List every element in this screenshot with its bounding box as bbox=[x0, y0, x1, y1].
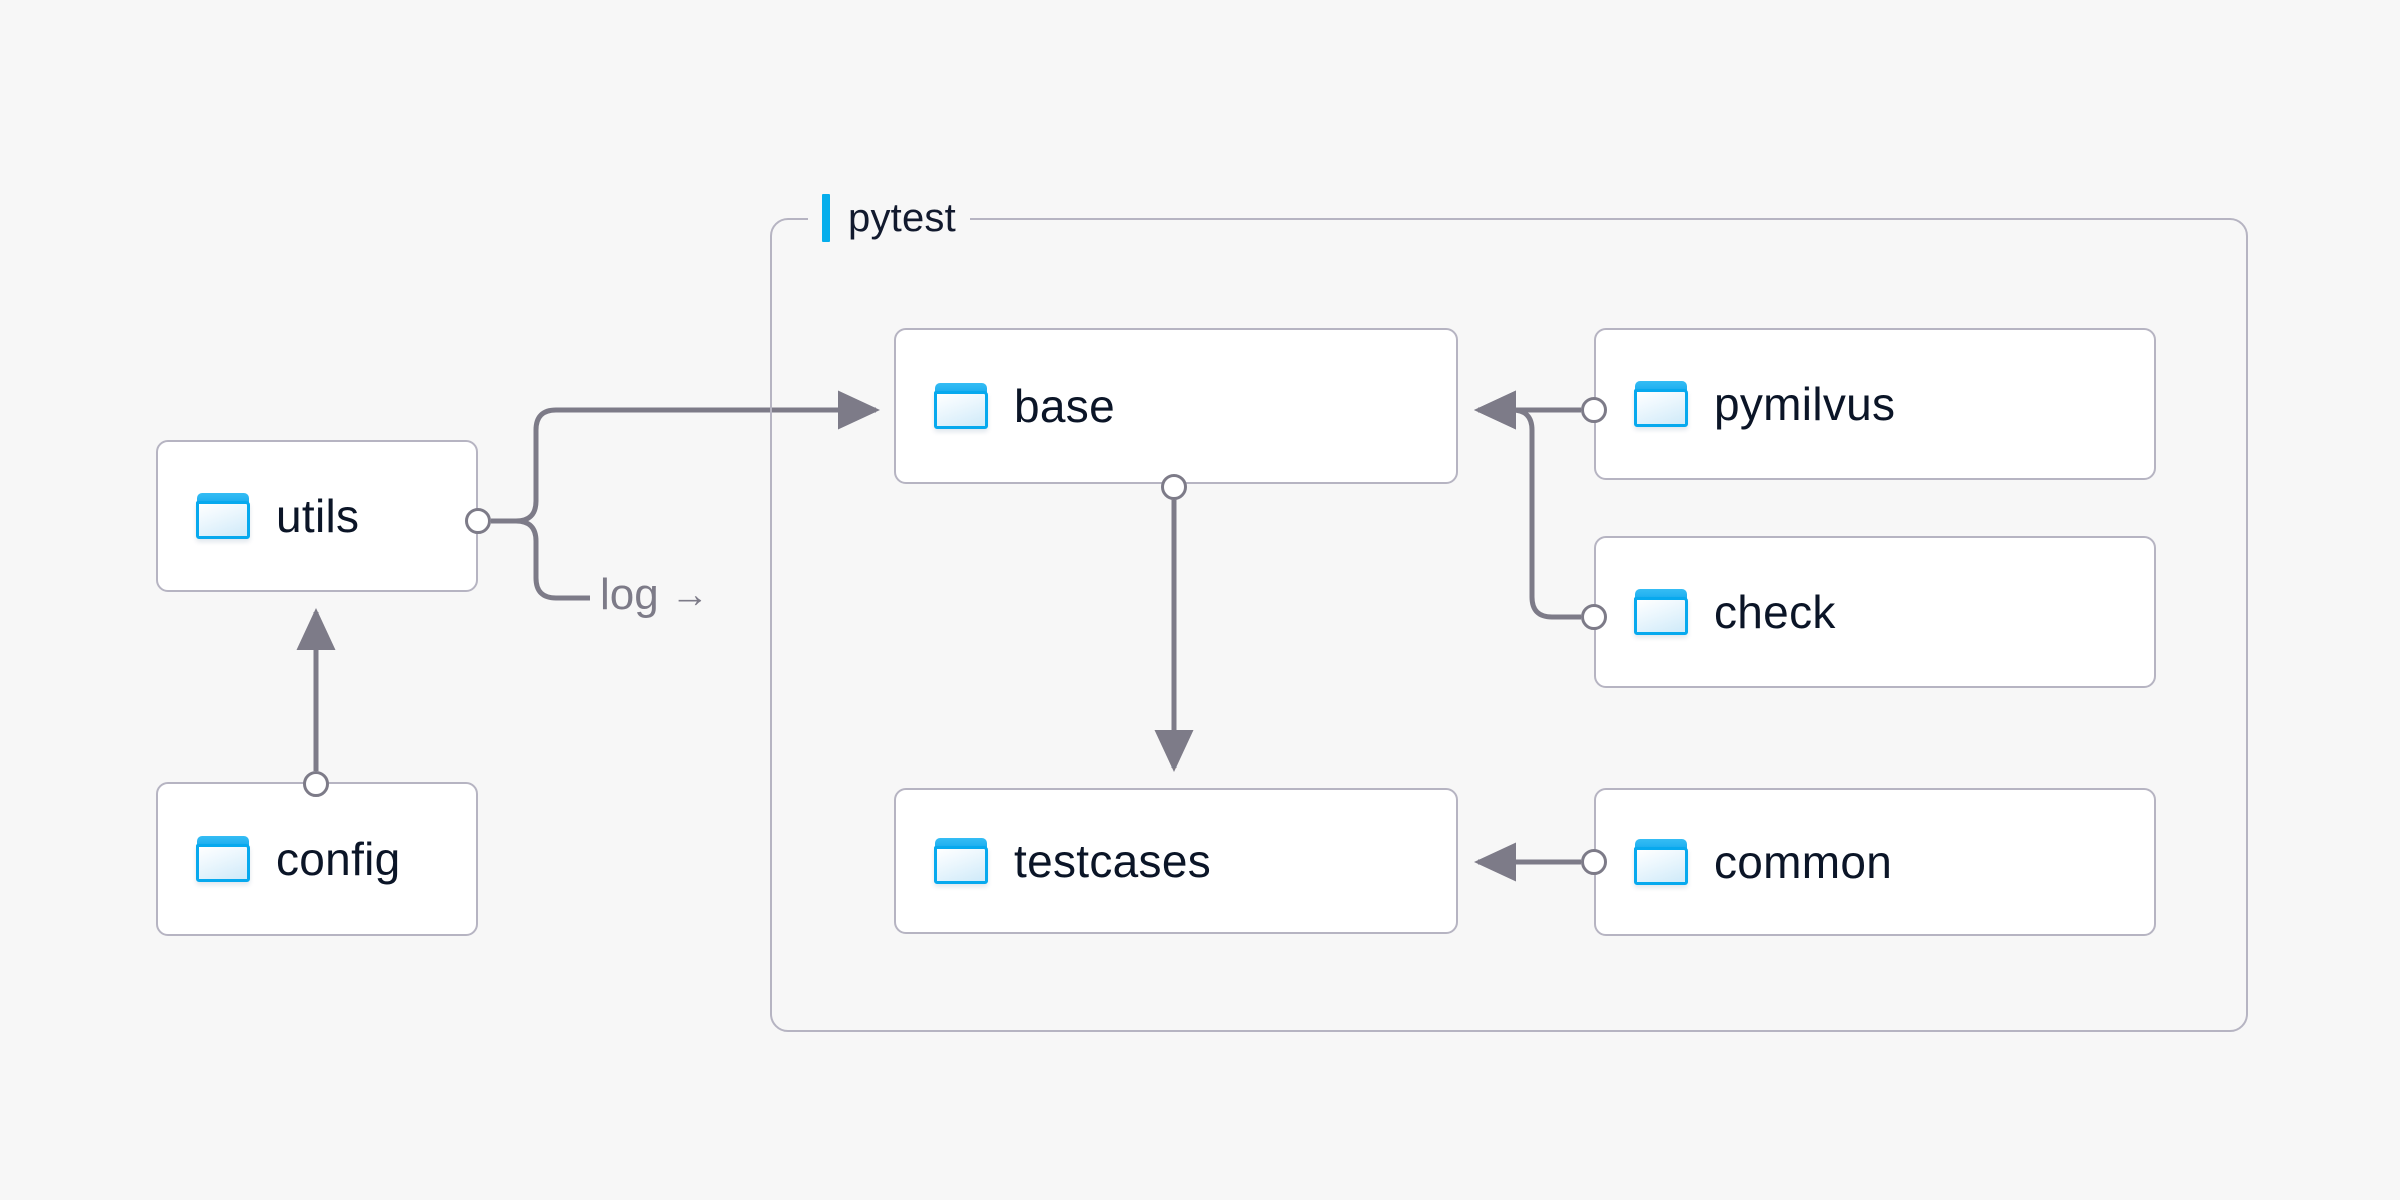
node-config[interactable]: config bbox=[156, 782, 478, 936]
node-label: pymilvus bbox=[1714, 378, 1896, 430]
folder-icon bbox=[1634, 839, 1688, 885]
node-common[interactable]: common bbox=[1594, 788, 2156, 936]
folder-icon bbox=[1634, 381, 1688, 427]
node-label: base bbox=[1014, 380, 1115, 432]
check-left-port[interactable] bbox=[1581, 604, 1607, 630]
edge-utils-to-log-stub bbox=[491, 518, 590, 601]
node-check[interactable]: check bbox=[1594, 536, 2156, 688]
node-base[interactable]: base bbox=[894, 328, 1458, 484]
folder-icon bbox=[934, 838, 988, 884]
utils-right-port[interactable] bbox=[465, 508, 491, 534]
node-label: testcases bbox=[1014, 835, 1212, 887]
arrow-right-icon: → bbox=[670, 574, 709, 616]
folder-icon bbox=[196, 836, 250, 882]
node-label: config bbox=[276, 833, 401, 885]
config-top-port[interactable] bbox=[303, 771, 329, 797]
pytest-group-container[interactable] bbox=[770, 218, 2248, 1032]
common-left-port[interactable] bbox=[1581, 849, 1607, 875]
group-accent-marker bbox=[822, 194, 830, 242]
node-label: check bbox=[1714, 586, 1836, 638]
node-label: utils bbox=[276, 490, 360, 542]
pytest-group-header: pytest bbox=[808, 194, 970, 242]
node-label: common bbox=[1714, 836, 1893, 888]
folder-icon bbox=[196, 493, 250, 539]
edge-label-text: log bbox=[600, 570, 659, 619]
edge-label-log: log → bbox=[600, 570, 709, 620]
node-utils[interactable]: utils bbox=[156, 440, 478, 592]
folder-icon bbox=[934, 383, 988, 429]
folder-icon bbox=[1634, 589, 1688, 635]
group-title: pytest bbox=[848, 195, 956, 240]
node-testcases[interactable]: testcases bbox=[894, 788, 1458, 934]
pymilvus-left-port[interactable] bbox=[1581, 397, 1607, 423]
base-bottom-port[interactable] bbox=[1161, 474, 1187, 500]
node-pymilvus[interactable]: pymilvus bbox=[1594, 328, 2156, 480]
